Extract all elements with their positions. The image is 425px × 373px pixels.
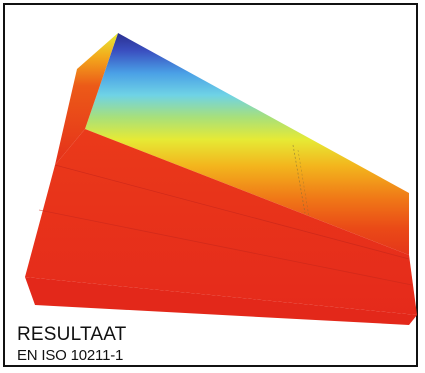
- bottom-face: [25, 277, 417, 325]
- top-face: [85, 33, 409, 255]
- figure-frame: RESULTAAT EN ISO 10211-1: [3, 3, 418, 367]
- left-side-face: [55, 33, 118, 165]
- caption-subtitle: EN ISO 10211-1: [17, 347, 124, 364]
- thermal-simulation-render: [25, 33, 417, 325]
- caption-title: RESULTAAT: [17, 324, 127, 345]
- front-face: [25, 129, 417, 315]
